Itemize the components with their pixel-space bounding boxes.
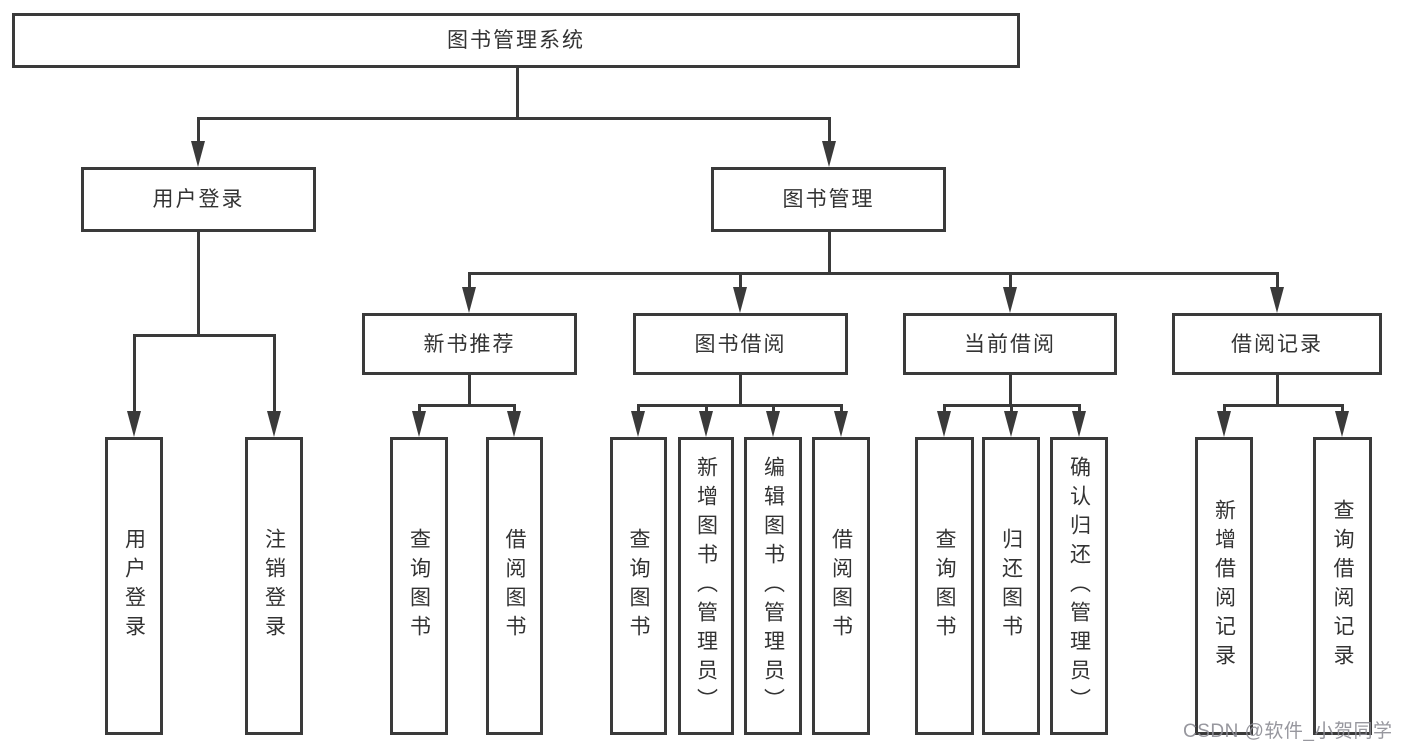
arrow-down-icon <box>733 287 747 313</box>
connector-hline <box>942 403 1081 407</box>
connector-vline <box>827 118 831 143</box>
node-bb-add: 新增图书（管理员） <box>678 437 734 735</box>
connector-vline <box>196 232 200 335</box>
connector-hline <box>467 271 1279 275</box>
node-bb-borrow: 借阅图书 <box>812 437 870 735</box>
connector-vline <box>1008 273 1012 289</box>
connector-vline <box>132 335 136 413</box>
connector-hline <box>1222 403 1344 407</box>
node-user-login-leaf: 用户登录 <box>105 437 163 735</box>
node-logout-leaf: 注销登录 <box>245 437 303 735</box>
node-label: 借阅记录 <box>1231 332 1323 356</box>
node-bb-edit: 编辑图书（管理员） <box>744 437 802 735</box>
connector-vline <box>942 405 946 413</box>
node-label: 编辑图书（管理员） <box>761 455 785 717</box>
arrow-down-icon <box>412 411 426 437</box>
connector-vline <box>827 232 831 273</box>
node-current-borrow: 当前借阅 <box>903 313 1117 375</box>
node-book-mgmt: 图书管理 <box>711 167 946 232</box>
connector-hline <box>636 403 843 407</box>
connector-vline <box>1008 375 1012 405</box>
connector-vline <box>738 375 742 405</box>
arrow-down-icon <box>1004 411 1018 437</box>
node-new-book-rec: 新书推荐 <box>362 313 577 375</box>
node-br-add: 新增借阅记录 <box>1195 437 1253 735</box>
connector-hline <box>132 333 276 337</box>
node-label: 注销登录 <box>262 528 286 644</box>
connector-vline <box>636 405 640 413</box>
node-label: 用户登录 <box>152 188 245 211</box>
connector-vline <box>1275 273 1279 289</box>
connector-vline <box>704 405 708 413</box>
node-label: 新增图书（管理员） <box>694 455 718 717</box>
connector-vline <box>417 405 421 413</box>
node-label: 借阅图书 <box>829 528 853 644</box>
node-cb-query: 查询图书 <box>915 437 974 735</box>
connector-vline <box>771 405 775 413</box>
connector-vline <box>1009 405 1013 413</box>
node-root: 图书管理系统 <box>12 13 1020 68</box>
node-label: 归还图书 <box>999 528 1023 644</box>
node-label: 用户登录 <box>122 528 146 644</box>
node-nbr-query: 查询图书 <box>390 437 448 735</box>
node-label: 新书推荐 <box>423 332 516 356</box>
connector-vline <box>512 405 516 413</box>
connector-vline <box>1275 375 1279 405</box>
connector-vline <box>1340 405 1344 413</box>
node-label: 图书借阅 <box>694 332 787 356</box>
connector-vline <box>839 405 843 413</box>
connector-vline <box>515 68 519 118</box>
arrow-down-icon <box>267 411 281 437</box>
node-nbr-borrow: 借阅图书 <box>486 437 543 735</box>
arrow-down-icon <box>1003 287 1017 313</box>
connector-vline <box>1077 405 1081 413</box>
connector-vline <box>196 118 200 143</box>
connector-hline <box>196 116 831 120</box>
node-label: 借阅图书 <box>503 528 526 644</box>
node-label: 图书管理系统 <box>447 29 585 52</box>
arrow-down-icon <box>834 411 848 437</box>
node-cb-return: 归还图书 <box>982 437 1040 735</box>
connector-vline <box>272 335 276 413</box>
connector-vline <box>1222 405 1226 413</box>
arrow-down-icon <box>507 411 521 437</box>
arrow-down-icon <box>1335 411 1349 437</box>
node-label: 确认归还（管理员） <box>1067 455 1091 717</box>
node-user-login: 用户登录 <box>81 167 316 232</box>
arrow-down-icon <box>127 411 141 437</box>
node-cb-confirm: 确认归还（管理员） <box>1050 437 1108 735</box>
node-label: 图书管理 <box>782 188 875 211</box>
connector-vline <box>738 273 742 289</box>
node-bb-query: 查询图书 <box>610 437 667 735</box>
arrow-down-icon <box>766 411 780 437</box>
node-label: 查询借阅记录 <box>1331 499 1354 673</box>
arrow-down-icon <box>631 411 645 437</box>
arrow-down-icon <box>1217 411 1231 437</box>
arrow-down-icon <box>1270 287 1284 313</box>
node-label: 当前借阅 <box>964 332 1056 356</box>
connector-vline <box>467 375 471 405</box>
arrow-down-icon <box>822 141 836 167</box>
node-borrow-records: 借阅记录 <box>1172 313 1382 375</box>
watermark: CSDN @软件_小贺同学 <box>1183 721 1393 742</box>
arrow-down-icon <box>937 411 951 437</box>
connector-vline <box>467 273 471 289</box>
arrow-down-icon <box>462 287 476 313</box>
node-label: 查询图书 <box>407 528 431 644</box>
node-label: 查询图书 <box>627 528 650 644</box>
node-book-borrow: 图书借阅 <box>633 313 848 375</box>
connector-hline <box>417 403 516 407</box>
arrow-down-icon <box>699 411 713 437</box>
node-label: 新增借阅记录 <box>1212 499 1236 673</box>
node-label: 查询图书 <box>933 528 956 644</box>
arrow-down-icon <box>1072 411 1086 437</box>
arrow-down-icon <box>191 141 205 167</box>
node-br-query: 查询借阅记录 <box>1313 437 1372 735</box>
